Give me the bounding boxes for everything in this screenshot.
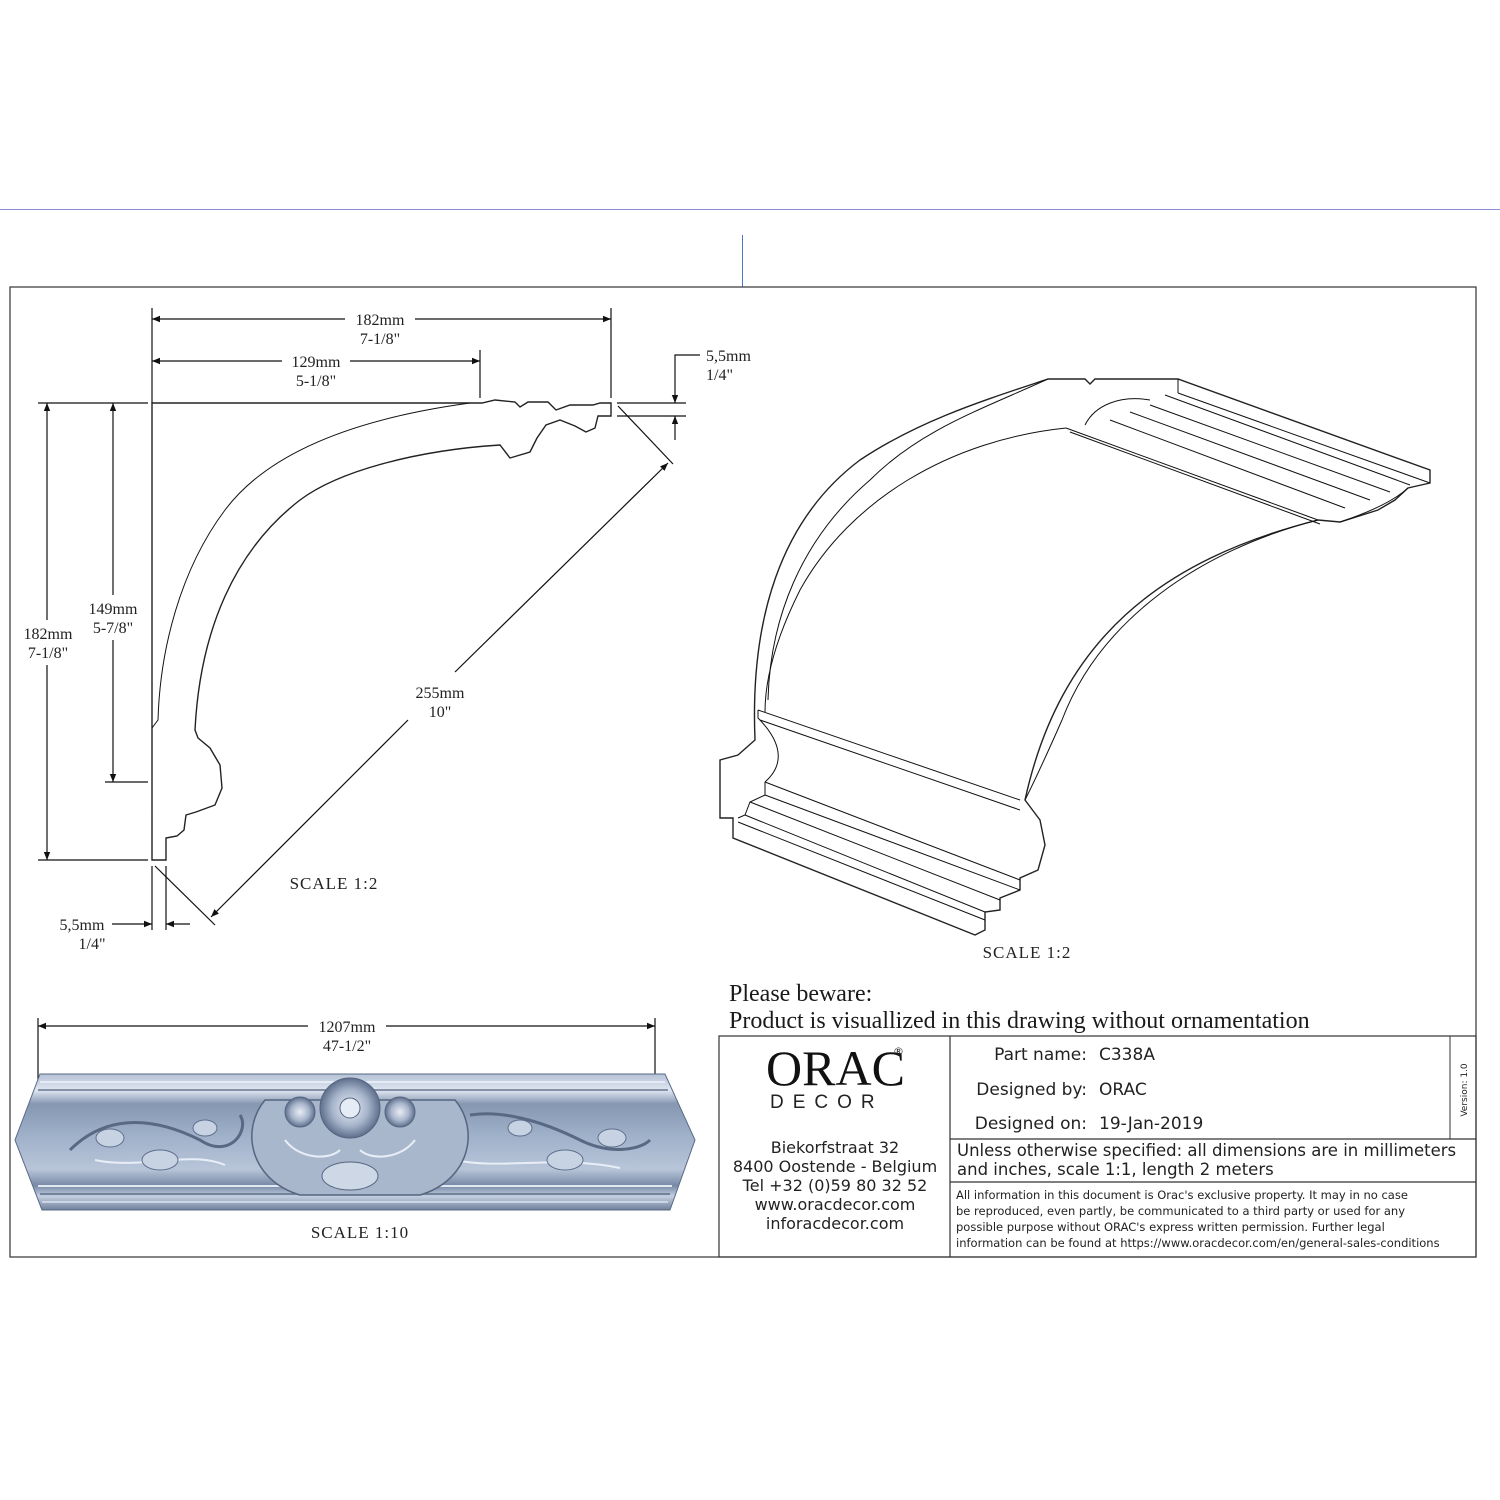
length-in: 47-1/2" [323,1038,371,1055]
diagonal-mm: 255mm [416,685,465,702]
cornice-3d-view [719,378,1431,936]
dim-arrow [454,462,669,673]
units-note-line1: Unless otherwise specified: all dimensio… [957,1141,1456,1160]
diagonal-in: 10" [429,704,452,721]
cornice-profile [151,399,612,861]
inner-width-mm: 129mm [292,354,341,371]
lip-top-in: 1/4" [706,367,733,384]
3d-scale-label: SCALE 1:2 [983,943,1072,962]
units-note-line2: and inches, scale 1:1, length 2 meters [957,1160,1274,1179]
profile-outer-curve [151,402,471,729]
length-scale-label: SCALE 1:10 [311,1223,409,1242]
ornamented-moulding-render [14,1073,696,1211]
title-block [718,1035,1477,1258]
orac-logo-text: ORAC [766,1040,905,1096]
top-width-in: 7-1/8" [360,331,400,348]
lip-top-mm: 5,5mm [706,348,751,365]
height-mm: 182mm [24,626,73,643]
designed-by-value: ORAC [1099,1080,1147,1100]
legal-line4: information can be found at https://www.… [956,1236,1440,1250]
ext-line [154,865,216,926]
top-width-mm: 182mm [356,312,405,329]
part-name-label: Part name: [994,1045,1087,1065]
address-website: www.oracdecor.com [755,1195,916,1214]
lip-bottom-in: 1/4" [79,936,106,953]
dim-arrow [210,719,409,918]
profile-scale-label: SCALE 1:2 [290,874,379,893]
registered-mark: ® [893,1045,904,1058]
designed-on-label: Designed on: [975,1114,1087,1134]
lip-bottom-mm: 5,5mm [60,917,105,934]
decor-logo-text: DECOR [770,1092,884,1113]
dim-arrow [671,354,700,403]
ext-line [617,405,674,465]
designed-by-label: Designed by: [976,1080,1087,1100]
legal-line3: possible purpose without ORAC's express … [956,1220,1385,1234]
height-in: 7-1/8" [28,645,68,662]
beware-text: Product is visuallized in this drawing w… [729,1008,1310,1034]
part-name-value: C338A [1099,1045,1155,1065]
length-mm: 1207mm [319,1019,376,1036]
legal-line1: All information in this document is Orac… [956,1188,1408,1202]
address-phone: Tel +32 (0)59 80 32 52 [742,1176,928,1195]
inner-height-in: 5-7/8" [93,620,133,637]
address-city: 8400 Oostende - Belgium [733,1157,937,1176]
beware-heading: Please beware: [729,981,872,1007]
sheet-top-rule [0,209,1500,210]
version-label: Version: 1.0 [1460,1063,1470,1117]
address-email: inforacdecor.com [766,1214,904,1233]
legal-line2: be reproduced, even partly, be communica… [956,1204,1405,1218]
address-street: Biekorfstraat 32 [771,1138,899,1157]
inner-width-in: 5-1/8" [296,373,336,390]
designed-on-value: 19-Jan-2019 [1099,1114,1203,1134]
sheet-center-mark [742,235,743,287]
inner-height-mm: 149mm [89,601,138,618]
